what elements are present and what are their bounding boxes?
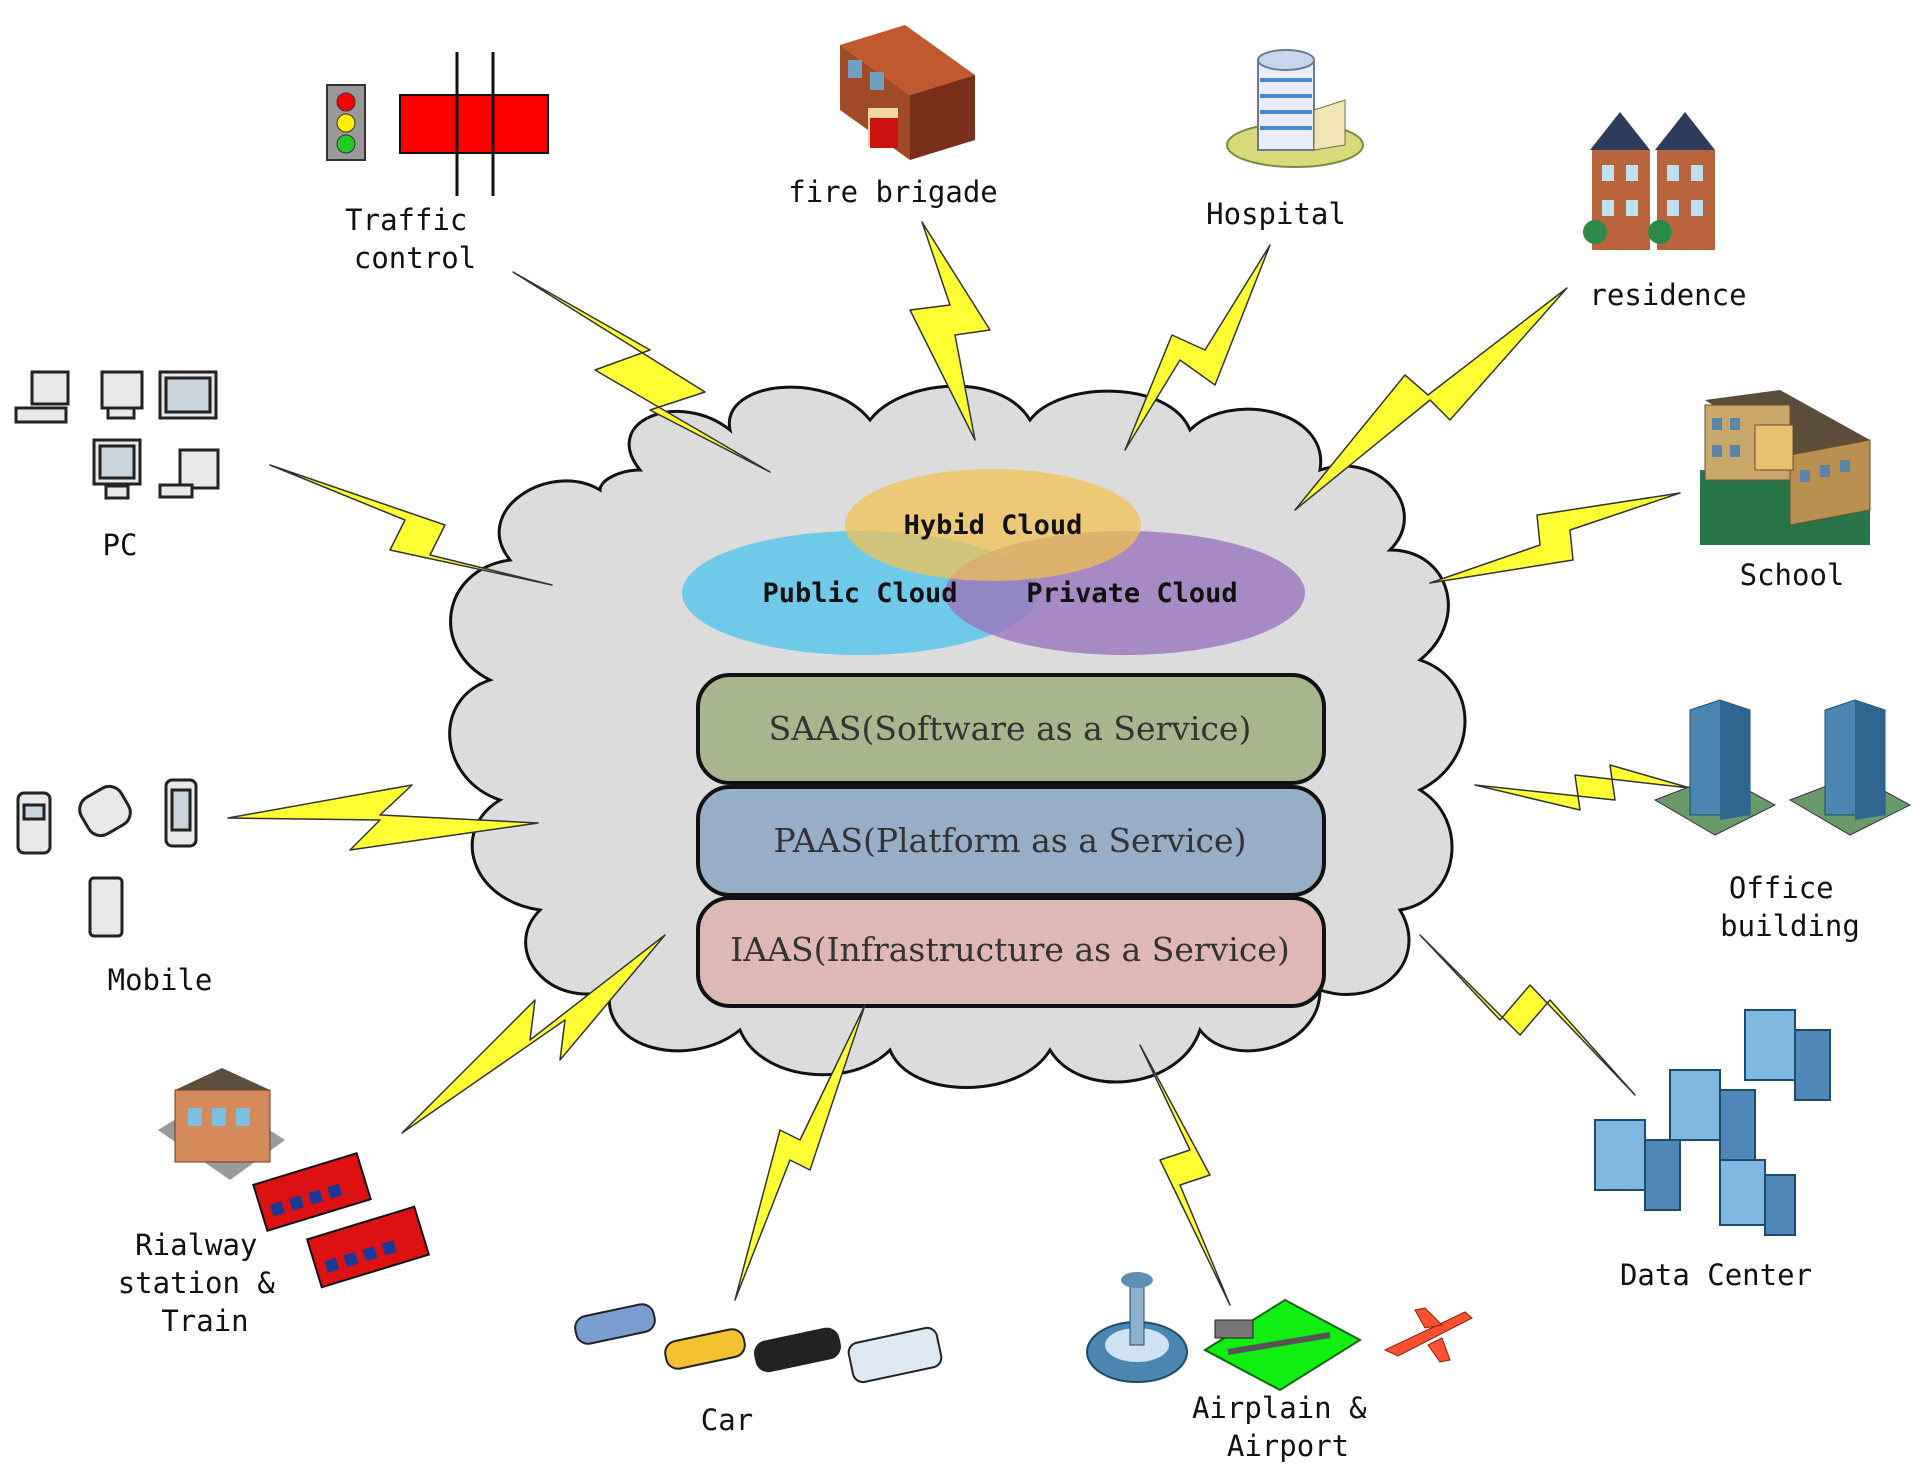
bolt-railway [401,934,666,1134]
paas-layer [696,785,1326,897]
public-cloud-label: Public Cloud [762,578,957,609]
school-label: School [1740,558,1845,592]
saas-label: SAAS(Software as a Service) [769,709,1252,748]
car-label: Car [701,1403,753,1437]
pc-icon [14,370,220,500]
paas-label: PAAS(Platform as a Service) [774,821,1247,860]
iaas-layer [696,896,1326,1008]
bolt-traffic [512,271,771,473]
railroad-crossing-icon [399,52,549,196]
bolt-school [1429,492,1681,584]
iaas-label: IAAS(Infrastructure as a Service) [730,930,1289,969]
mobile-icon [16,778,198,938]
hospital-label: Hospital [1206,197,1346,231]
pc-label: PC [103,528,138,562]
train-icon [252,1152,431,1289]
hybrid-cloud-label: Hybid Cloud [904,510,1083,541]
bolt-datacenter [1419,934,1636,1096]
office-building-icon [1653,699,1912,836]
school-icon [1700,390,1871,545]
railway-station-icon [158,1068,285,1180]
office-building-label: Office building [1720,871,1860,943]
data-center-label: Data Center [1620,1258,1812,1292]
fire-brigade-label: fire brigade [788,175,998,209]
bolt-office [1474,764,1691,811]
data-center-icon [1594,1009,1831,1236]
bolt-fire [909,221,991,441]
car-icon [574,1303,943,1384]
airplane-airport-label: Airplain & Airport [1192,1391,1384,1463]
airport-tower-icon [1086,1272,1188,1383]
mobile-label: Mobile [108,963,213,997]
hybrid-cloud-ellipse [845,469,1141,581]
fire-station-icon [840,25,975,160]
saas-layer [696,673,1326,785]
bolt-airport [1139,1044,1231,1306]
private-cloud-label: Private Cloud [1026,578,1237,609]
bolt-car [734,1004,866,1301]
bolt-pc [269,464,553,586]
bolt-hospital [1124,244,1271,451]
bolt-mobile [227,784,539,851]
residence-icon [1583,112,1715,250]
hospital-icon [1226,49,1364,168]
railway-train-label: Rialway station & Train [118,1228,293,1338]
traffic-light-icon [326,84,366,161]
traffic-control-label: Traffic control [345,203,485,275]
bolt-residence [1294,287,1568,511]
airplane-icon [1383,1307,1473,1363]
residence-label: residence [1589,278,1746,312]
airport-runway-icon [1203,1298,1362,1392]
